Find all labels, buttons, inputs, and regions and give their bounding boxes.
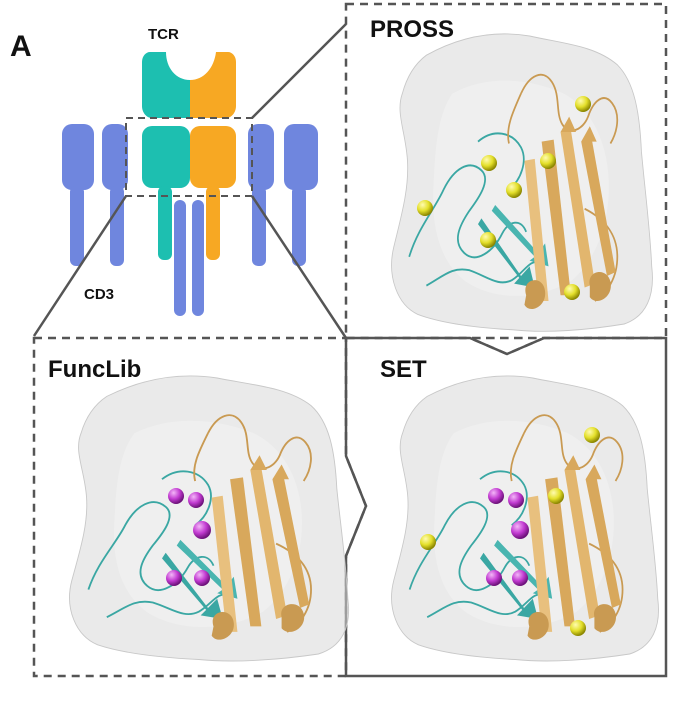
zoom-region-box xyxy=(125,117,253,197)
cd3-label: CD3 xyxy=(84,286,115,303)
pross-panel-title: PROSS xyxy=(370,16,455,43)
panel-frames xyxy=(32,2,668,678)
panel-letter: A xyxy=(10,30,32,63)
set-panel-title: SET xyxy=(380,356,427,383)
funclib-panel-title: FuncLib xyxy=(48,356,142,383)
zoom-line-top-right xyxy=(251,23,347,119)
cd3-chains xyxy=(62,124,318,316)
funclib-mutation-spheres xyxy=(166,488,211,586)
set-mutation-spheres xyxy=(420,427,600,636)
pross-mutation-spheres xyxy=(417,96,591,300)
tcr-label: TCR xyxy=(148,26,179,43)
tcr-alpha-chain xyxy=(142,52,190,260)
funclib-structure xyxy=(68,375,350,662)
tcr-cd3-schematic xyxy=(32,23,348,339)
set-structure xyxy=(390,375,660,662)
set-panel-frame xyxy=(344,336,668,678)
tcr-beta-chain xyxy=(190,52,236,260)
pross-structure xyxy=(390,32,654,333)
zoom-line-left xyxy=(32,195,128,337)
zoom-line-bottom-right xyxy=(250,195,348,339)
